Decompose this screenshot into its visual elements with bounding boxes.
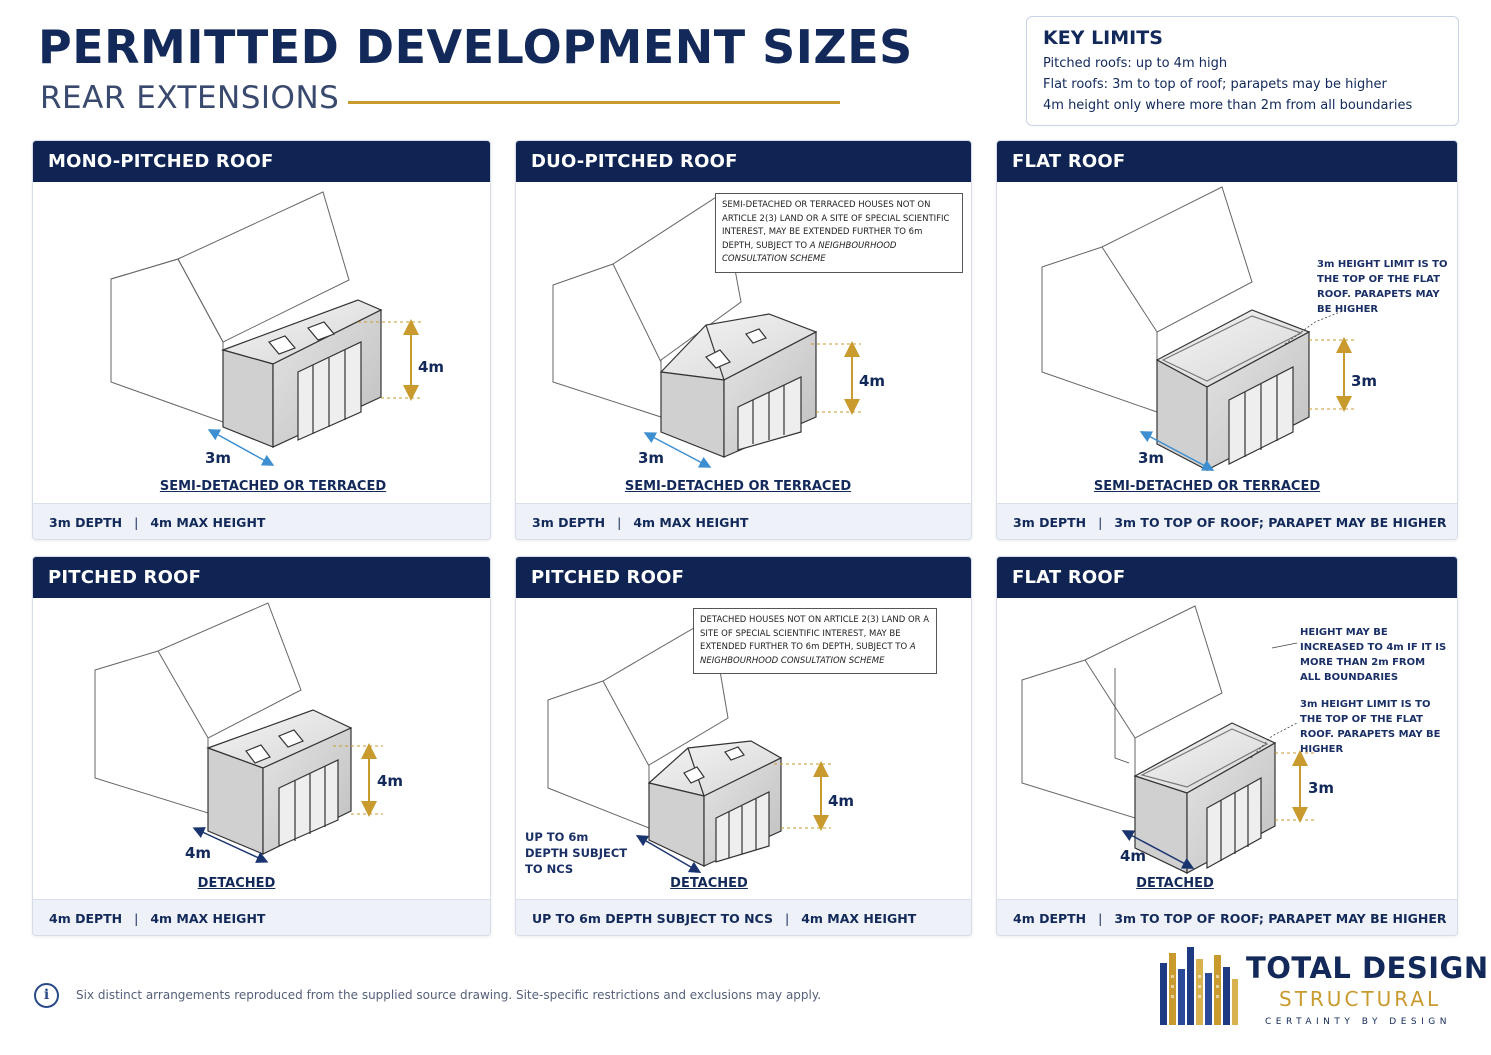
footer-height: 3m TO TOP OF ROOF; PARAPET MAY BE HIGHER xyxy=(1114,911,1447,926)
footer-depth: 3m DEPTH xyxy=(1013,515,1087,530)
depth-ncs-label: UP TO 6m DEPTH SUBJECT TO NCS xyxy=(525,830,628,876)
panel-footer: UP TO 6m DEPTH SUBJECT TO NCS|4m MAX HEI… xyxy=(516,899,971,935)
logo-name: TOTAL DESIGN xyxy=(1246,951,1489,985)
key-limits-title: KEY LIMITS xyxy=(1043,27,1163,49)
flat-roof-callout: 3m HEIGHT LIMIT IS TO THE TOP OF THE FLA… xyxy=(1317,259,1448,315)
key-limits-box: KEY LIMITS Pitched roofs: up to 4m high … xyxy=(1026,16,1459,126)
panel-title: PITCHED ROOF xyxy=(516,557,971,598)
height-dimension-label: 3m xyxy=(1308,779,1335,797)
panel-flat-roof-semi: FLAT ROOF 3m HEIGHT LIMIT IS TO THE TOP … xyxy=(996,140,1458,540)
footer-depth: 4m DEPTH xyxy=(1013,911,1087,926)
ncs-note: SEMI-DETACHED OR TERRACED HOUSES NOT ON … xyxy=(715,193,963,273)
note-text-emphasis: A NEIGHBOURHOOD CONSULTATION SCHEME xyxy=(700,642,916,666)
footer-height: 4m MAX HEIGHT xyxy=(150,911,266,926)
panel-title: MONO-PITCHED ROOF xyxy=(33,141,490,182)
height-dimension-label: 3m xyxy=(1351,372,1378,390)
logo-subname: STRUCTURAL xyxy=(1279,987,1442,1011)
info-text: Six distinct arrangements reproduced fro… xyxy=(76,988,822,1002)
property-type-label: DETACHED xyxy=(670,876,748,891)
height-dimension-label: 4m xyxy=(859,372,886,390)
flat-roof-callout: 3m HEIGHT LIMIT IS TO THE TOP OF THE FLA… xyxy=(1300,699,1441,755)
depth-dimension-label: 3m xyxy=(205,449,232,467)
footer-height: 4m MAX HEIGHT xyxy=(150,515,266,530)
panel-footer: 3m DEPTH|4m MAX HEIGHT xyxy=(516,503,971,539)
panel-mono-pitched: MONO-PITCHED ROOF 4m 3m SEMI-DETACHED OR… xyxy=(32,140,491,540)
property-type-label: DETACHED xyxy=(197,876,276,891)
panel-flat-roof-detached: FLAT ROOF HEIGHT MAY BE INCREASED TO 4m … xyxy=(996,556,1458,936)
building-logo-icon xyxy=(1160,947,1238,1025)
height-increase-callout: HEIGHT MAY BE INCREASED TO 4m IF IT IS M… xyxy=(1300,627,1447,683)
property-type-label: SEMI-DETACHED OR TERRACED xyxy=(159,479,387,494)
height-dimension-label: 4m xyxy=(377,772,404,790)
property-type-label: DETACHED xyxy=(1136,876,1214,891)
panel-title: DUO-PITCHED ROOF xyxy=(516,141,971,182)
panel-footer: 3m DEPTH|4m MAX HEIGHT xyxy=(33,503,490,539)
house-drawing xyxy=(94,602,383,863)
panel-title: PITCHED ROOF xyxy=(33,557,490,598)
page-subtitle: REAR EXTENSIONS xyxy=(40,80,340,116)
page-title: PERMITTED DEVELOPMENT SIZES xyxy=(38,20,913,74)
house-drawing xyxy=(1021,605,1315,875)
footer-height: 3m TO TOP OF ROOF; PARAPET MAY BE HIGHER xyxy=(1114,515,1447,530)
panel-footer: 4m DEPTH|4m MAX HEIGHT xyxy=(33,899,490,935)
house-drawing xyxy=(1041,186,1357,471)
depth-dimension-label: 3m xyxy=(1138,449,1165,467)
panel-title: FLAT ROOF xyxy=(997,557,1457,598)
key-limit-line: Pitched roofs: up to 4m high xyxy=(1043,56,1228,71)
panel-title: FLAT ROOF xyxy=(997,141,1457,182)
subtitle-rule xyxy=(348,101,840,104)
depth-dimension-label: 4m xyxy=(185,844,212,862)
ncs-note: DETACHED HOUSES NOT ON ARTICLE 2(3) LAND… xyxy=(693,608,937,674)
footer-depth: UP TO 6m DEPTH SUBJECT TO NCS xyxy=(532,911,773,926)
key-limit-line: 4m height only where more than 2m from a… xyxy=(1043,98,1413,113)
note-text: SEMI-DETACHED OR TERRACED HOUSES NOT ON … xyxy=(722,200,950,251)
footer-depth: 3m DEPTH xyxy=(532,515,606,530)
footer-depth: 3m DEPTH xyxy=(49,515,123,530)
note-text: DETACHED HOUSES NOT ON ARTICLE 2(3) LAND… xyxy=(700,615,930,652)
property-type-label: SEMI-DETACHED OR TERRACED xyxy=(1093,479,1321,494)
panel-pitched-detached: PITCHED ROOF 4m 4m DETACHED 4m DEPTH|4m … xyxy=(32,556,491,936)
key-limit-line: Flat roofs: 3m to top of roof; parapets … xyxy=(1043,77,1387,92)
panel-footer: 3m DEPTH|3m TO TOP OF ROOF; PARAPET MAY … xyxy=(997,503,1457,539)
depth-dimension-label: 3m xyxy=(638,449,665,467)
house-drawing xyxy=(547,617,831,874)
height-dimension-label: 4m xyxy=(418,358,445,376)
property-type-label: SEMI-DETACHED OR TERRACED xyxy=(624,479,852,494)
footer-depth: 4m DEPTH xyxy=(49,911,123,926)
footer-height: 4m MAX HEIGHT xyxy=(633,515,749,530)
panel-duo-pitched: DUO-PITCHED ROOF SEMI-DETACHED OR TERRAC… xyxy=(515,140,972,540)
depth-dimension-label: 4m xyxy=(1120,847,1147,865)
height-dimension-label: 4m xyxy=(828,792,855,810)
footer-height: 4m MAX HEIGHT xyxy=(801,911,917,926)
house-drawing xyxy=(110,191,423,466)
logo-tagline: CERTAINTY BY DESIGN xyxy=(1265,1017,1451,1027)
info-icon: i xyxy=(34,983,59,1008)
note-text-emphasis: A NEIGHBOURHOOD CONSULTATION SCHEME xyxy=(722,240,897,265)
panel-pitched-detached-ncs: PITCHED ROOF DETACHED HOUSES NOT ON ARTI… xyxy=(515,556,972,936)
panel-footer: 4m DEPTH|3m TO TOP OF ROOF; PARAPET MAY … xyxy=(997,899,1457,935)
house-drawing xyxy=(552,193,861,468)
